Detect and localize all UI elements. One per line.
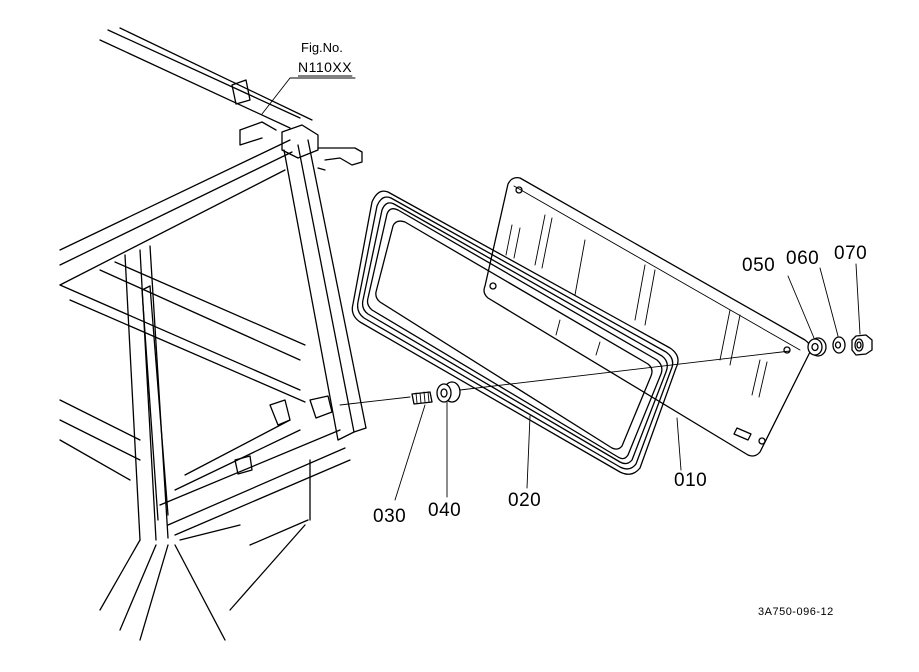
callout-040: 040: [428, 500, 461, 521]
callout-010: 010: [674, 470, 707, 491]
figure-label: Fig.No.: [301, 40, 343, 55]
callout-020: 020: [508, 490, 541, 511]
washer-050: [807, 337, 827, 357]
callout-060: 060: [786, 248, 819, 269]
callout-070: 070: [834, 243, 867, 264]
callout-050: 050: [742, 255, 775, 276]
fasteners: [339, 334, 873, 406]
window-glass: [483, 176, 812, 457]
cab-frame: [59, 27, 367, 641]
stud-030: [411, 391, 433, 405]
spacer-040: [436, 381, 461, 403]
window-seal: [351, 190, 679, 475]
nut-070: [851, 334, 873, 356]
drawing-code: 3A750-096-12: [758, 606, 834, 618]
figure-number: N110XX: [298, 59, 352, 75]
washer-060: [832, 336, 846, 354]
callout-030: 030: [373, 506, 406, 527]
leader-lines: [261, 77, 861, 501]
